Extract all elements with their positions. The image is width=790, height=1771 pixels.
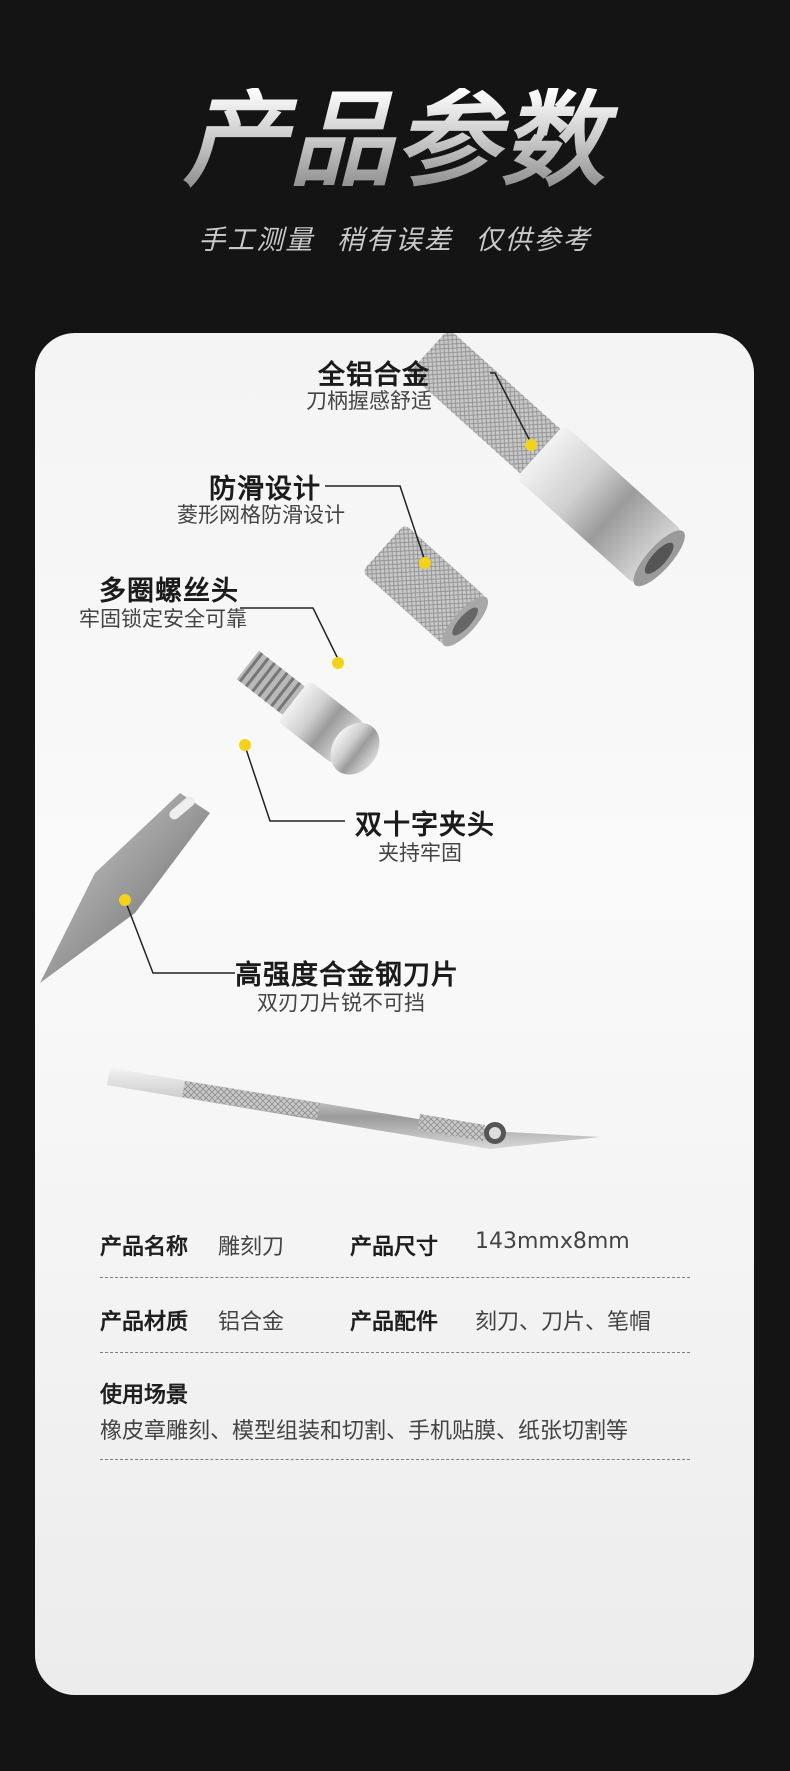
callout-sub-antislip: 菱形网格防滑设计 bbox=[177, 503, 345, 527]
callout-title-blade: 高强度合金钢刀片 bbox=[235, 960, 459, 991]
spec-name-label: 产品名称 bbox=[100, 1235, 189, 1260]
knurled-sleeve bbox=[364, 526, 489, 647]
product-illustration bbox=[40, 333, 685, 1149]
callout-sub-blade: 双刃刀片锐不可挡 bbox=[257, 991, 425, 1015]
spec-accessory-value: 刻刀、刀片、笔帽 bbox=[475, 1310, 652, 1335]
callout-sub-chuck: 夹持牢固 bbox=[378, 841, 462, 865]
callout-title-aluminum: 全铝合金 bbox=[318, 360, 430, 391]
blade bbox=[40, 793, 210, 983]
subtitle-part-2: 稍有误差 bbox=[337, 225, 453, 256]
spec-size-label: 产品尺寸 bbox=[350, 1235, 439, 1260]
callout-sub-aluminum: 刀柄握感舒适 bbox=[306, 389, 432, 413]
spec-row-2: 产品材质 铝合金 产品配件 刻刀、刀片、笔帽 bbox=[100, 1278, 690, 1353]
callout-title-chuck: 双十字夹头 bbox=[355, 810, 495, 841]
accent-dots bbox=[119, 439, 537, 906]
spec-material-label: 产品材质 bbox=[100, 1310, 189, 1335]
spec-material-value: 铝合金 bbox=[218, 1310, 285, 1335]
spec-usage-value: 橡皮章雕刻、模型组装和切割、手机贴膜、纸张切割等 bbox=[100, 1419, 629, 1444]
page-title: 产品参数 bbox=[0, 88, 790, 192]
product-card: 全铝合金 刀柄握感舒适 防滑设计 菱形网格防滑设计 多圈螺丝头 牢固锁定安全可靠… bbox=[35, 333, 754, 1695]
callout-sub-screw: 牢固锁定安全可靠 bbox=[79, 607, 247, 631]
spec-accessory-label: 产品配件 bbox=[350, 1310, 439, 1335]
callout-title-antislip: 防滑设计 bbox=[209, 474, 321, 505]
spec-size-value: 143mmx8mm bbox=[475, 1229, 630, 1254]
handle-top bbox=[408, 333, 685, 587]
spec-row-1: 产品名称 雕刻刀 产品尺寸 143mmx8mm bbox=[100, 1203, 690, 1278]
callout-title-screw: 多圈螺丝头 bbox=[99, 576, 239, 607]
spec-row-3: 使用场景 橡皮章雕刻、模型组装和切割、手机贴膜、纸张切割等 bbox=[100, 1353, 690, 1460]
screw-chuck bbox=[236, 650, 380, 775]
spec-usage-label: 使用场景 bbox=[100, 1383, 189, 1408]
subtitle-part-3: 仅供参考 bbox=[475, 225, 592, 256]
spec-name-value: 雕刻刀 bbox=[218, 1235, 285, 1260]
spec-table: 产品名称 雕刻刀 产品尺寸 143mmx8mm 产品材质 铝合金 产品配件 刻刀… bbox=[100, 1203, 690, 1460]
page-subtitle: 手工测量 稍有误差 仅供参考 bbox=[0, 218, 790, 257]
subtitle-part-1: 手工测量 bbox=[198, 225, 315, 256]
assembled-knife bbox=[107, 1068, 600, 1149]
callout-lines bbox=[124, 372, 531, 974]
